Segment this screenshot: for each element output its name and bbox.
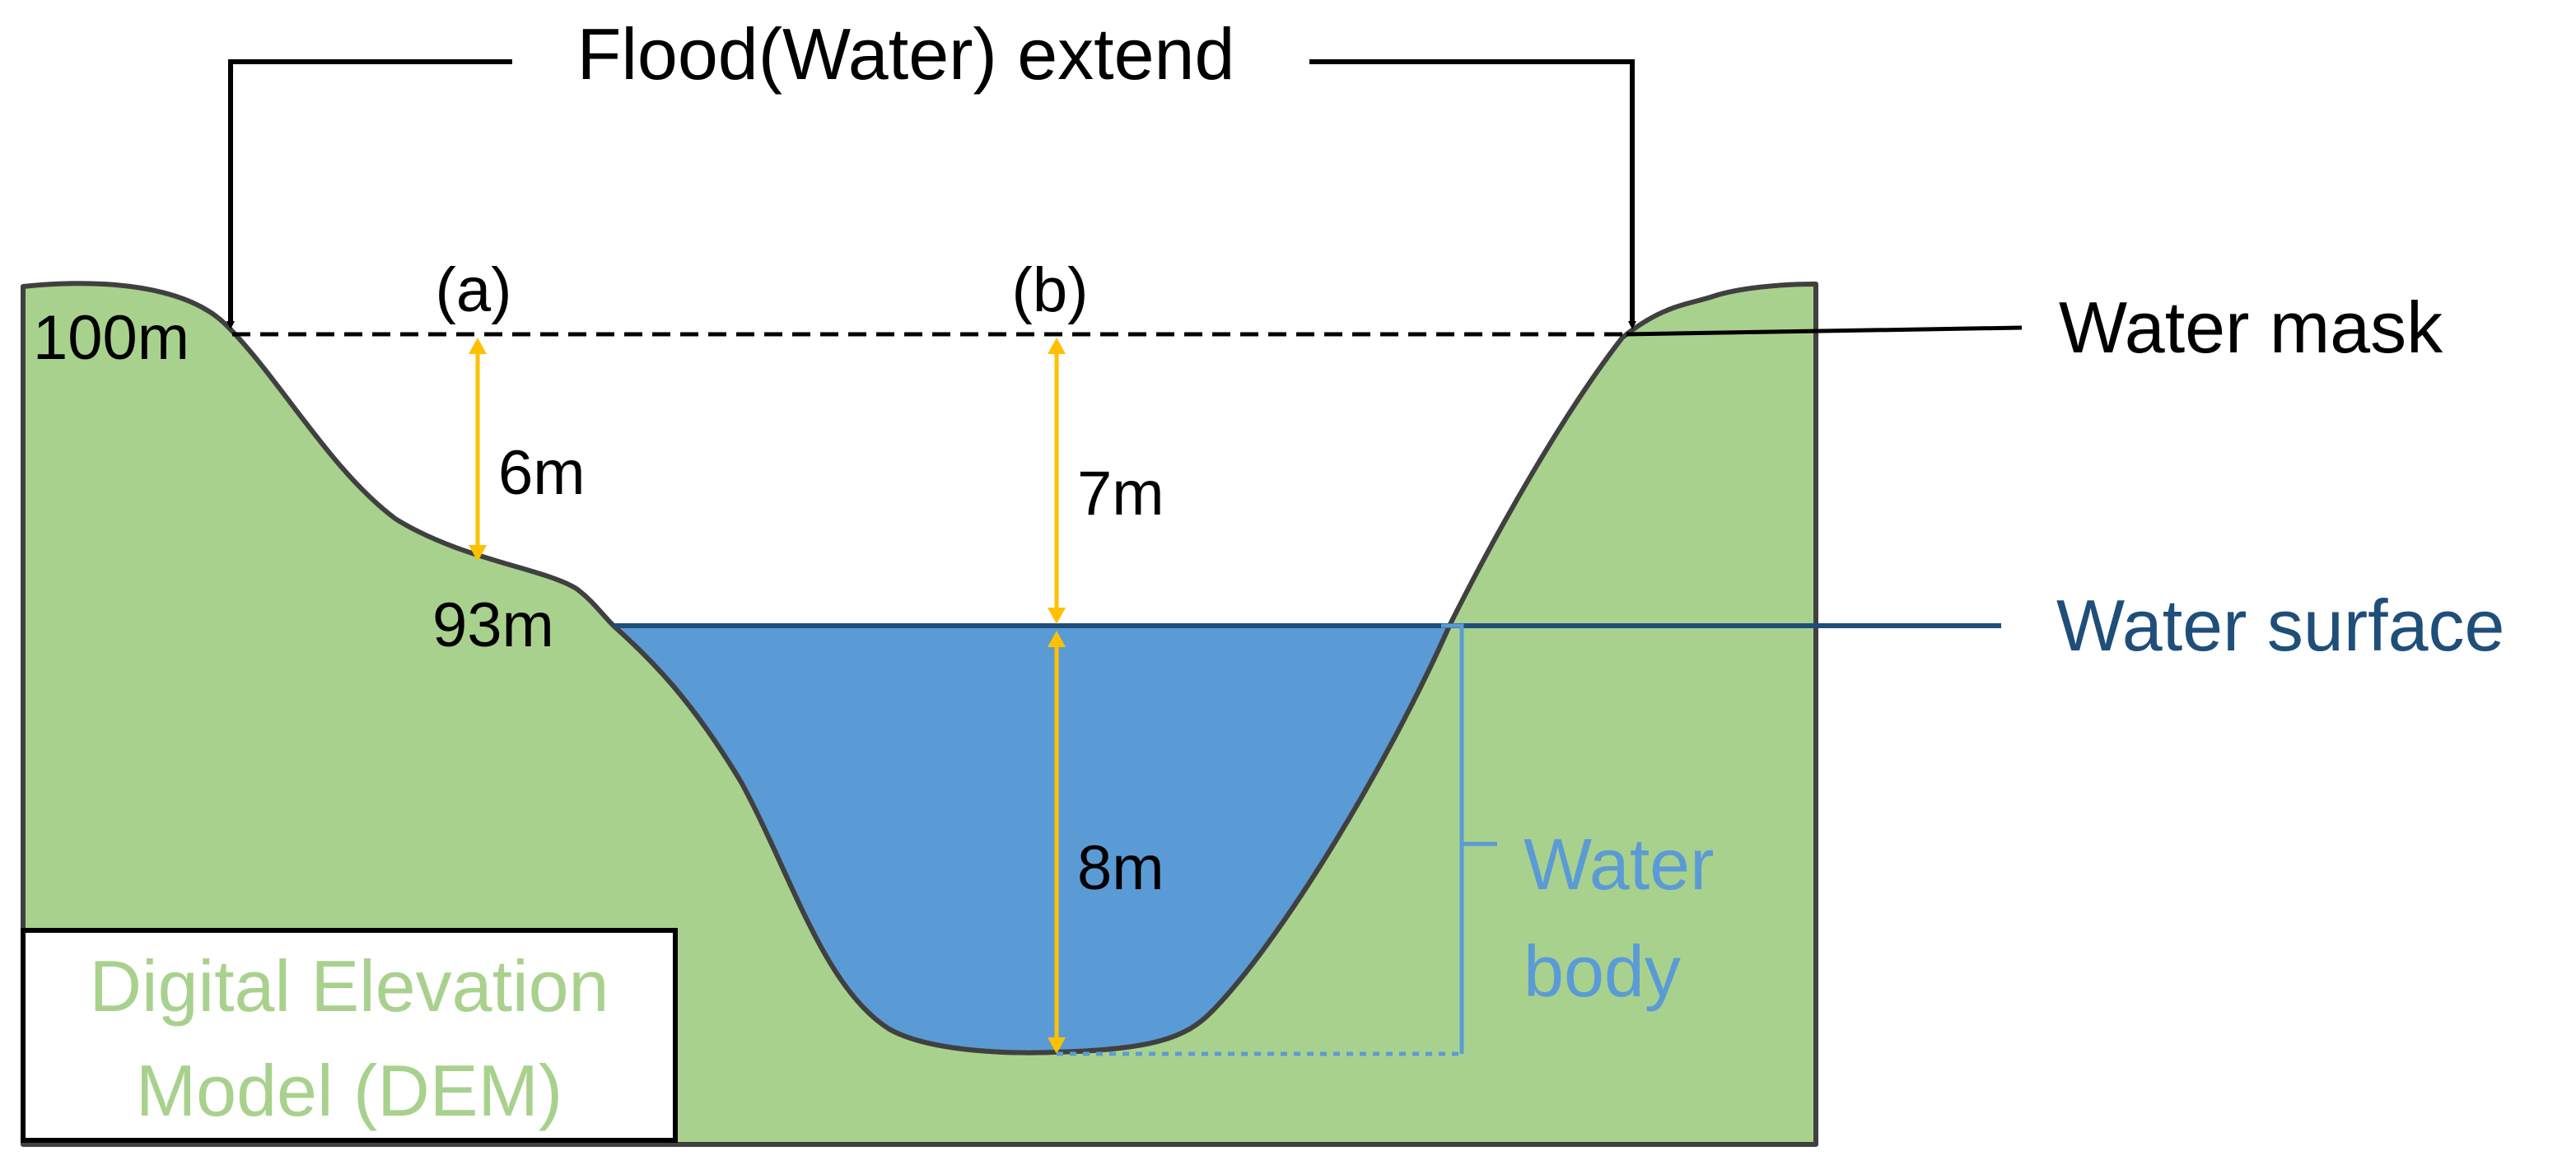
water-surface-label: Water surface: [2056, 585, 2504, 666]
dem-label-box: [21, 928, 678, 1143]
dem-label-line1: Digital Elevation: [90, 945, 609, 1027]
depth-arrow-a: [469, 338, 487, 562]
elevation-top-label: 100m: [33, 303, 189, 373]
water-mask-leader: [1626, 325, 2023, 337]
depth-arrow-b-below: [1048, 631, 1066, 1054]
depth-a-label: 6m: [498, 438, 586, 508]
depth-arrow-b-above: [1048, 338, 1066, 624]
flood-extent-bracket-right: [1309, 59, 1636, 329]
water-body-label-line1: Water: [1524, 823, 1714, 905]
point-b-label: (b): [1012, 255, 1089, 325]
water-body-bracket: [1441, 623, 1464, 1054]
depth-b-above-label: 7m: [1077, 459, 1164, 529]
dem-label-line2: Model (DEM): [136, 1050, 562, 1131]
water-mask-label: Water mask: [2059, 287, 2443, 368]
flood-extent-label: Flood(Water) extend: [577, 13, 1235, 95]
valley-outline: [612, 623, 1452, 1055]
flood-extent-bracket-left: [226, 59, 512, 329]
point-a-label: (a): [436, 255, 512, 325]
water-body-label-line2: body: [1524, 930, 1681, 1012]
elevation-mid-label: 93m: [432, 590, 554, 660]
depth-b-below-label: 8m: [1077, 833, 1164, 903]
